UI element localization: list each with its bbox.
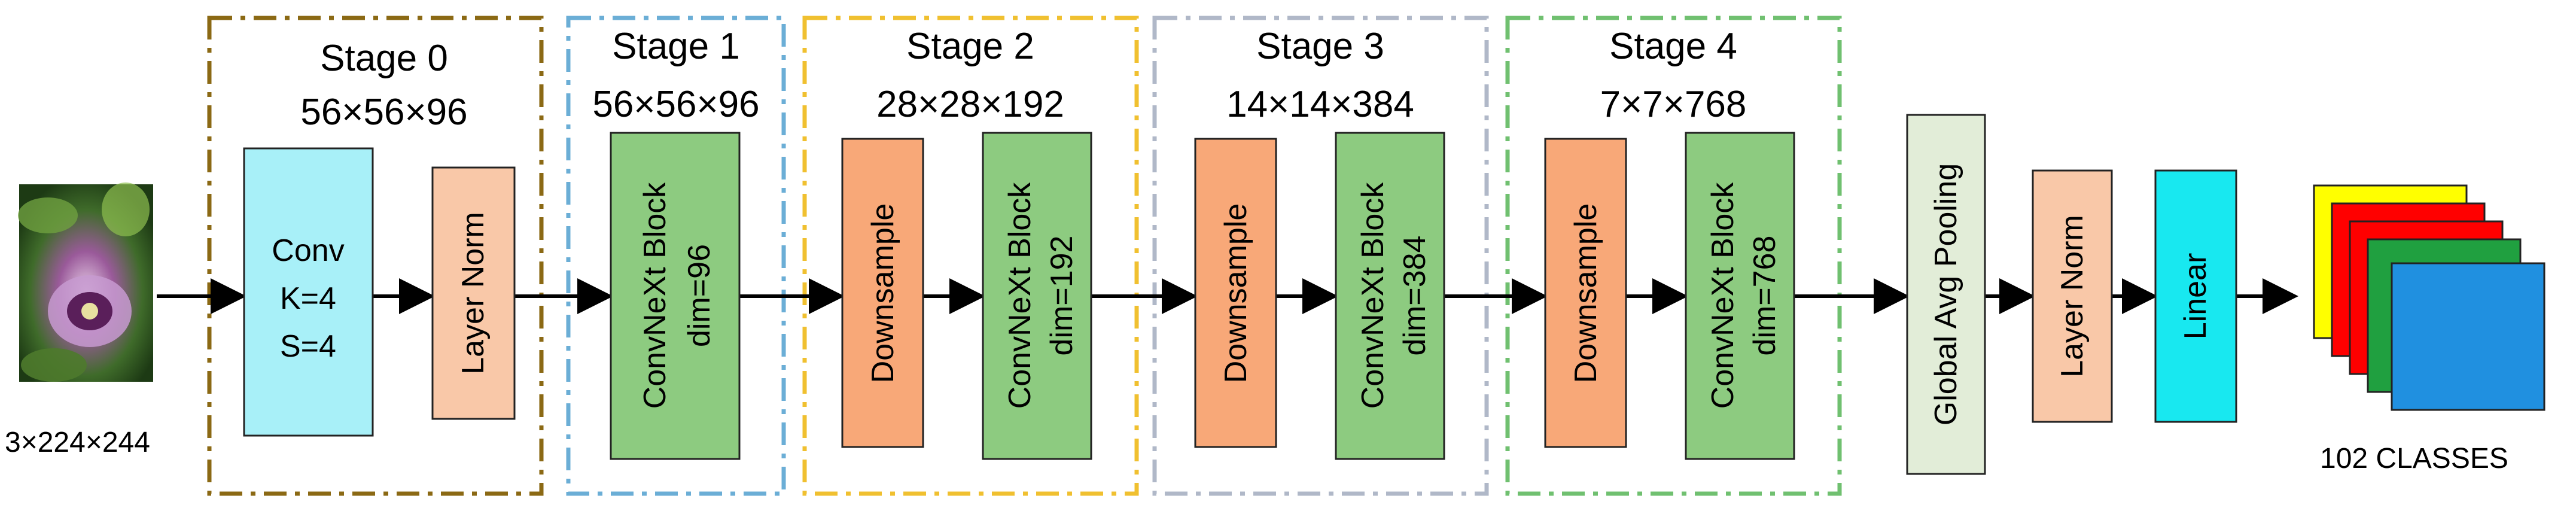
- conv-block: Conv K=4 S=4: [243, 147, 374, 437]
- stage-2-boundary: [802, 16, 1139, 496]
- stage-0-dims: 56×56×96: [300, 92, 467, 133]
- stage-0-title: Stage 0: [320, 38, 448, 79]
- convnext-dim-stage1: dim=96: [682, 244, 717, 347]
- gap-label: Global Avg Pooling: [1929, 163, 1963, 425]
- conv-kernel-label: K=4: [280, 281, 336, 316]
- convnext-dim-stage2: dim=192: [1045, 236, 1079, 356]
- layer-norm-block-head: Layer Norm: [2032, 169, 2113, 423]
- input-image: [18, 183, 153, 382]
- convnext-label-stage2: ConvNeXt Block: [1003, 182, 1037, 409]
- output-class-stack: [2313, 184, 2545, 411]
- stage-2-title: Stage 2: [906, 26, 1034, 67]
- output-classes-label: 102 CLASSES: [2320, 443, 2508, 475]
- downsample-block-stage4: Downsample: [1544, 138, 1627, 448]
- stage-3-dims: 14×14×384: [1226, 84, 1414, 125]
- convnext-block-stage1: ConvNeXt Block dim=96: [610, 132, 741, 460]
- layer-norm-block-stage0: Layer Norm: [431, 166, 516, 420]
- convnext-dim-stage3: dim=384: [1397, 236, 1432, 356]
- layer-norm-label-head: Layer Norm: [2055, 215, 2090, 378]
- downsample-label-stage2: Downsample: [866, 203, 900, 384]
- convnext-block-stage4: ConvNeXt Block dim=768: [1685, 132, 1795, 460]
- stage-4-dims: 7×7×768: [1600, 84, 1747, 125]
- convnext-dim-stage4: dim=768: [1747, 236, 1782, 356]
- convnext-block-stage2: ConvNeXt Block dim=192: [982, 132, 1092, 460]
- stage-3-title: Stage 3: [1256, 26, 1384, 67]
- convnext-label-stage4: ConvNeXt Block: [1706, 182, 1740, 409]
- conv-label: Conv: [272, 233, 344, 268]
- downsample-label-stage4: Downsample: [1569, 203, 1603, 384]
- convnext-label-stage3: ConvNeXt Block: [1356, 182, 1390, 409]
- input-dims-label: 3×224×244: [5, 427, 150, 458]
- linear-label: Linear: [2178, 253, 2213, 340]
- conv-stride-label: S=4: [280, 329, 336, 364]
- stage-4-boundary: [1505, 16, 1842, 496]
- global-avg-pooling-block: Global Avg Pooling: [1906, 114, 1986, 475]
- stage-3-boundary: [1152, 16, 1489, 496]
- linear-block: Linear: [2154, 169, 2237, 423]
- stage-1-dims: 56×56×96: [592, 84, 759, 125]
- stage-4-title: Stage 4: [1609, 26, 1737, 67]
- convnext-label-stage1: ConvNeXt Block: [638, 182, 672, 409]
- stage-0-boundary: [207, 16, 544, 496]
- downsample-label-stage3: Downsample: [1219, 203, 1253, 384]
- stage-1-title: Stage 1: [612, 26, 740, 67]
- downsample-block-stage3: Downsample: [1194, 138, 1277, 448]
- layer-norm-label-stage0: Layer Norm: [456, 212, 491, 375]
- downsample-block-stage2: Downsample: [841, 138, 924, 448]
- stage-2-dims: 28×28×192: [876, 84, 1064, 125]
- convnext-block-stage3: ConvNeXt Block dim=384: [1335, 132, 1445, 460]
- stage-1-boundary: [566, 16, 786, 496]
